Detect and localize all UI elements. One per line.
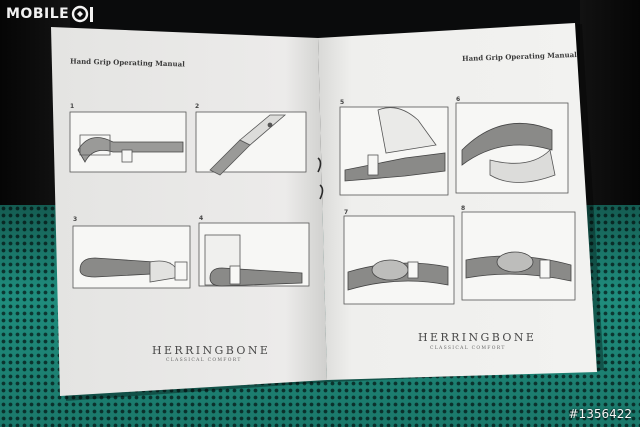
step-number-4: 4	[199, 215, 204, 222]
step-2-illustration	[195, 111, 307, 176]
right-page	[318, 23, 597, 380]
photo-watermark: #1356422	[568, 407, 633, 421]
step-number-5: 5	[340, 99, 345, 106]
step-number-3: 3	[73, 216, 78, 223]
step-number-2: 2	[195, 103, 200, 110]
logo-text: MOBILE	[6, 6, 70, 22]
step-number-8: 8	[461, 205, 466, 212]
mobile01-logo-icon	[72, 5, 94, 23]
step-8-illustration	[461, 211, 576, 301]
step-1-illustration	[69, 111, 187, 173]
right-page-tagline: CLASSICAL COMFORT	[430, 346, 506, 351]
step-number-1: 1	[70, 103, 75, 110]
step-number-6: 6	[456, 96, 461, 103]
dark-object-right	[580, 0, 640, 230]
step-4-illustration	[198, 222, 310, 287]
right-page-brand: HERRINGBONE	[418, 331, 537, 344]
step-number-7: 7	[344, 209, 349, 216]
left-page-tagline: CLASSICAL COMFORT	[166, 358, 242, 363]
left-page-brand: HERRINGBONE	[152, 344, 271, 357]
left-page	[51, 27, 327, 396]
step-7-illustration	[343, 215, 455, 305]
step-5-illustration	[339, 106, 449, 196]
step-6-illustration	[455, 102, 569, 194]
step-3-illustration	[72, 225, 191, 289]
binding-staples	[317, 157, 324, 200]
mobile01-logo: MOBILE	[6, 3, 97, 25]
